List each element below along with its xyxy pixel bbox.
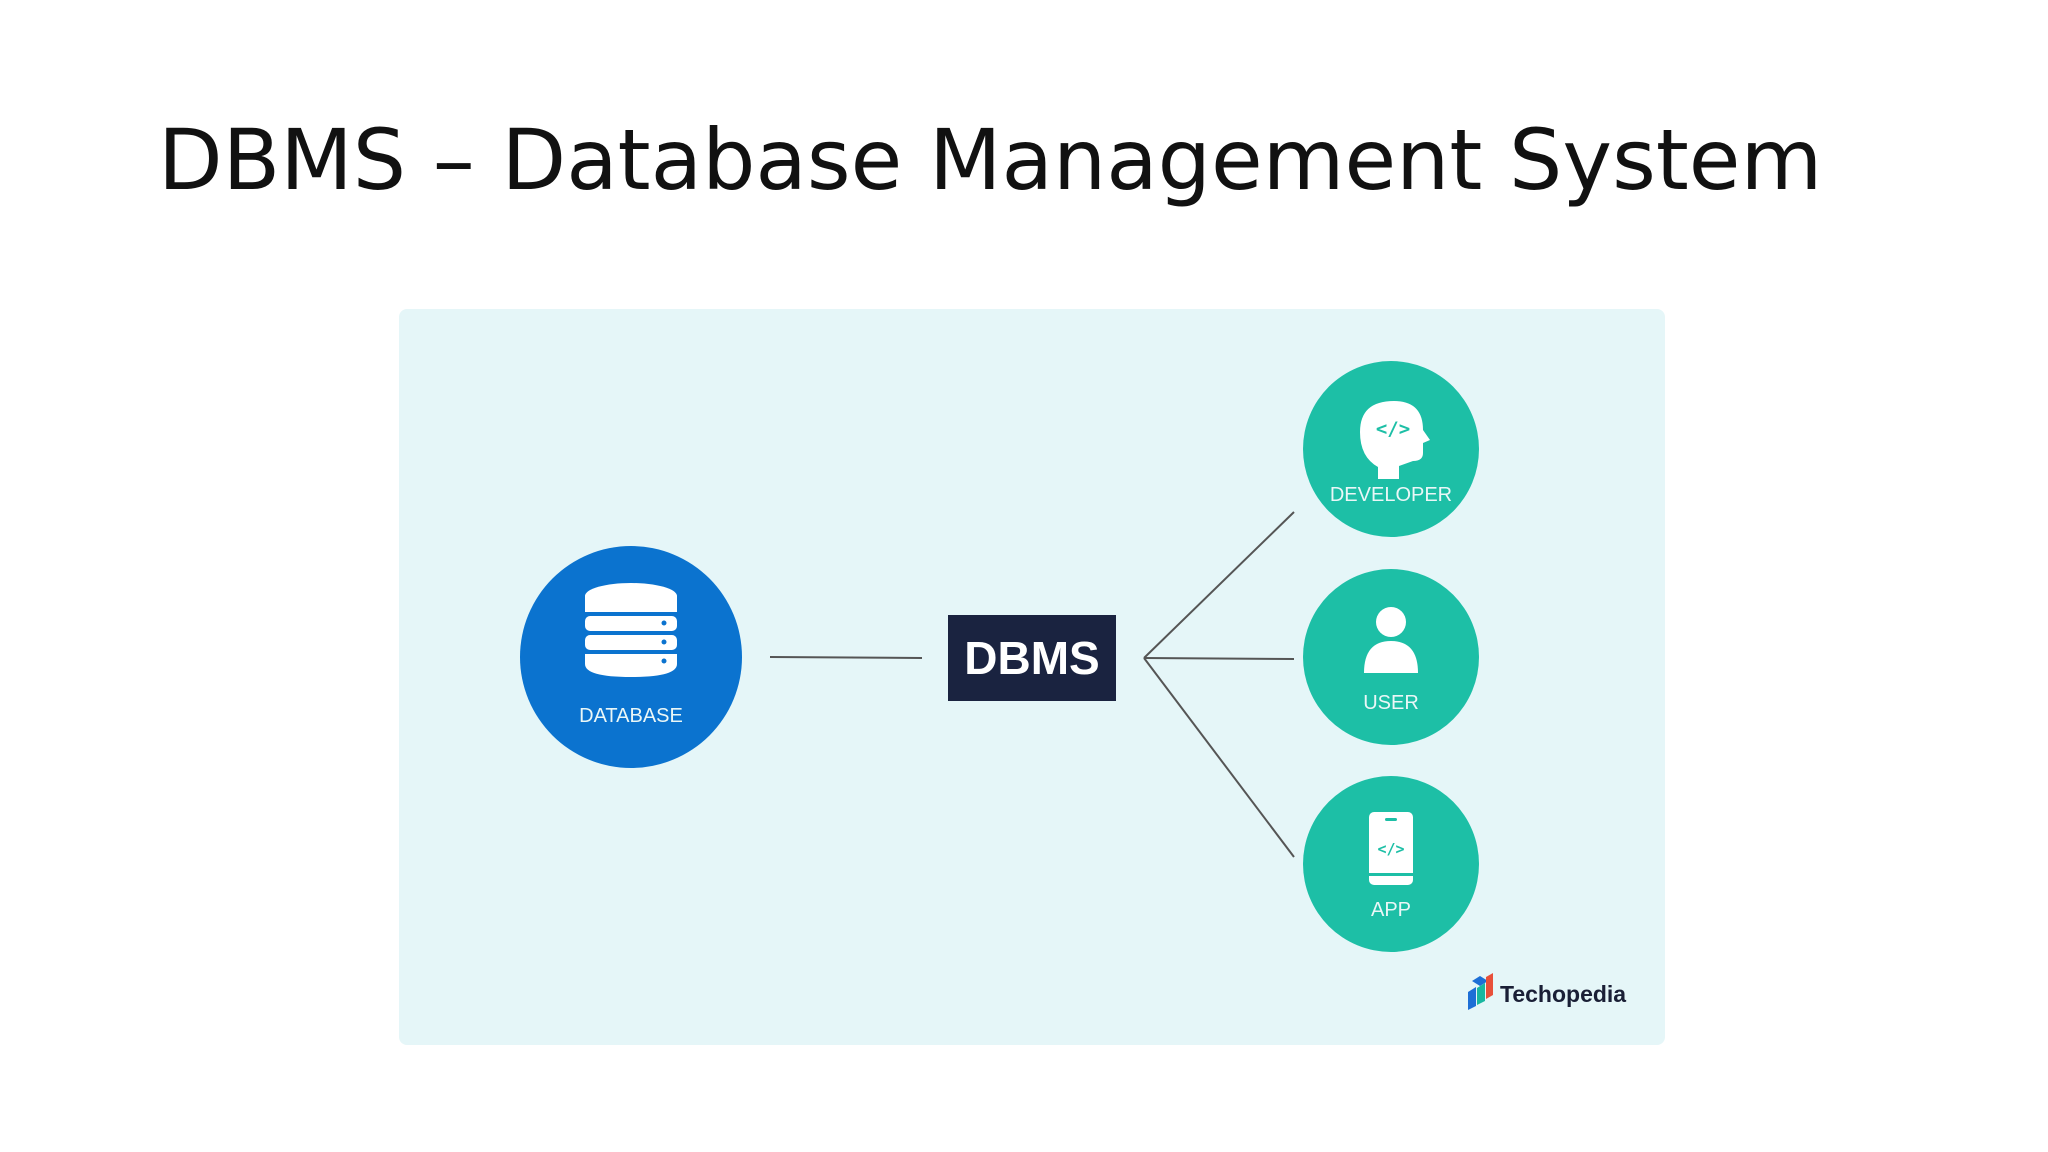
- user-node: USER: [1303, 569, 1479, 745]
- brand-name: Techopedia: [1500, 981, 1626, 1007]
- svg-text:</>: </>: [1377, 840, 1404, 858]
- connector-database-dbms: [769, 656, 923, 659]
- connector-dbms-developer: [1143, 511, 1295, 659]
- svg-text:</>: </>: [1376, 418, 1410, 440]
- dbms-label: DBMS: [964, 632, 1099, 684]
- diagram-canvas: DATABASE DBMS </> DEVELOPER USER: [520, 361, 1626, 1010]
- user-icon: [1364, 607, 1418, 673]
- developer-node: </> DEVELOPER: [1303, 361, 1479, 537]
- connector-dbms-app: [1143, 657, 1295, 858]
- database-icon: [585, 583, 677, 677]
- techopedia-logo-icon: [1468, 973, 1493, 1010]
- developer-head-icon: </>: [1360, 401, 1430, 479]
- dbms-box: [948, 615, 1116, 701]
- slide-title: DBMS – Database Management System: [158, 111, 1823, 209]
- user-label: USER: [1363, 692, 1419, 714]
- developer-label: DEVELOPER: [1330, 484, 1452, 506]
- database-node: DATABASE: [520, 546, 742, 768]
- app-node: </> APP: [1303, 776, 1479, 952]
- mobile-app-icon: </>: [1369, 812, 1413, 885]
- database-label: DATABASE: [579, 705, 683, 727]
- dbms-node: DBMS: [948, 615, 1116, 701]
- diagram-panel: DATABASE DBMS </> DEVELOPER USER: [399, 309, 1665, 1045]
- app-label: APP: [1371, 899, 1411, 921]
- brand-mark: Techopedia: [1468, 973, 1626, 1010]
- connector-dbms-user: [1143, 657, 1295, 660]
